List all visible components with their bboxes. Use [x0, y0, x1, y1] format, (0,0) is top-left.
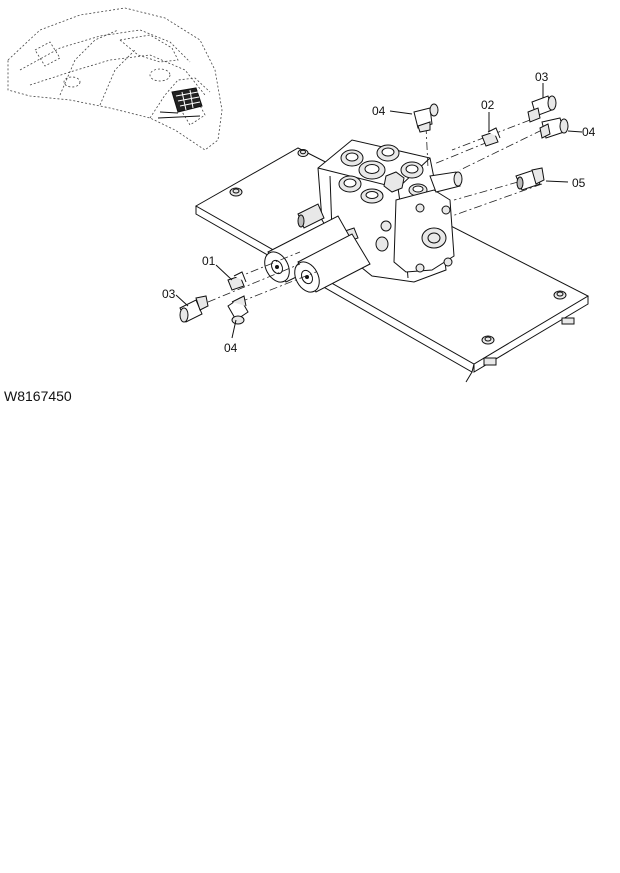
callout-04-right: 04 [582, 125, 596, 139]
valve-top-port-icon [400, 161, 424, 179]
valve-fitting-icon [297, 203, 325, 229]
plate-bolt-icon [553, 290, 567, 300]
spool-cylinder-lower [294, 233, 371, 293]
valve-top-port-icon [358, 160, 386, 180]
drawing-id: W8167450 [4, 388, 72, 404]
plate-bolt-icon [297, 149, 309, 157]
valve-top-port-icon [338, 175, 362, 193]
elbow-fitting-03-right [527, 95, 557, 123]
valve-location-marker [171, 87, 203, 113]
callout-01: 01 [202, 254, 216, 268]
elbow-fitting-04-top [413, 103, 439, 133]
callout-05: 05 [572, 176, 586, 190]
assembly-centerlines [207, 119, 543, 303]
leader-lines [175, 83, 583, 339]
valve-top-port-icon [340, 149, 364, 167]
machine-overview-thumbnail [7, 7, 223, 151]
callout-04-bottom: 04 [224, 341, 238, 355]
valve-side-port-icon [375, 236, 389, 252]
flange-bolt-icon [443, 257, 453, 267]
plate-nut-icon [561, 317, 575, 325]
adapter-fitting-01 [227, 271, 247, 291]
exploded-parts-diagram: 04 02 03 04 05 01 03 04 [7, 7, 596, 383]
callout-03-right: 03 [535, 70, 549, 84]
flange-bolt-icon [415, 203, 425, 213]
connector-fitting-05 [515, 167, 545, 191]
elbow-fitting-04-bottom [227, 295, 249, 325]
callout-04-top: 04 [372, 104, 386, 118]
plate-bolt-icon [481, 335, 495, 345]
valve-hex-plug-icon [383, 171, 405, 193]
valve-top-port-icon [376, 144, 400, 162]
spool-cylinder-upper [264, 215, 357, 283]
valve-top-port-icon [360, 188, 384, 204]
flange-bolt-icon [441, 205, 451, 215]
valve-side-port-icon [380, 220, 392, 232]
flange-bolt-icon [415, 263, 425, 273]
elbow-fitting-04-right [539, 117, 569, 139]
plate-nut-icon [483, 357, 497, 366]
callout-02: 02 [481, 98, 495, 112]
callout-03-left: 03 [162, 287, 176, 301]
plate-bolt-icon [229, 187, 243, 197]
adapter-fitting-02 [481, 127, 501, 147]
elbow-fitting-03-left [179, 295, 209, 323]
